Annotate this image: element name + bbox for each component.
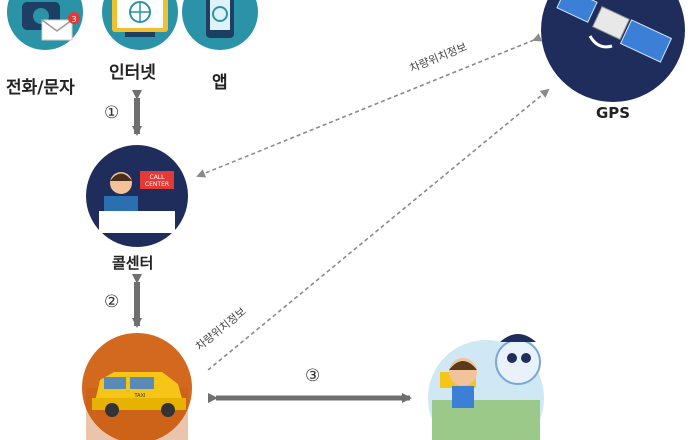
sms-badge-count: 3: [71, 15, 76, 24]
user-mascot-image: [428, 334, 544, 440]
dashed-link-gps-callcenter: [196, 33, 543, 178]
step-number-2: ②: [104, 292, 120, 312]
internet-icon: [102, 0, 178, 50]
app-icon: [182, 0, 258, 50]
label-internet: 인터넷: [109, 63, 156, 83]
taxi-roof-label: TAXI: [134, 393, 146, 399]
step-number-3: ③: [305, 366, 321, 386]
step-number-1: ①: [104, 103, 120, 123]
label-app: 앱: [212, 73, 228, 93]
call-sign-line2: CENTER: [145, 181, 169, 188]
call-sign-line1: CALL: [150, 174, 166, 181]
phone-sms-icon: [7, 0, 83, 50]
label-call-center: 콜센터: [112, 254, 154, 272]
dashed-link-taxi-gps: [207, 88, 550, 371]
call-center-icon: [86, 145, 188, 247]
gps-satellite-icon: [541, 0, 685, 102]
label-gps: GPS: [596, 104, 631, 122]
label-phone-sms: 전화/문자: [6, 78, 75, 98]
taxi-icon: [82, 333, 192, 440]
